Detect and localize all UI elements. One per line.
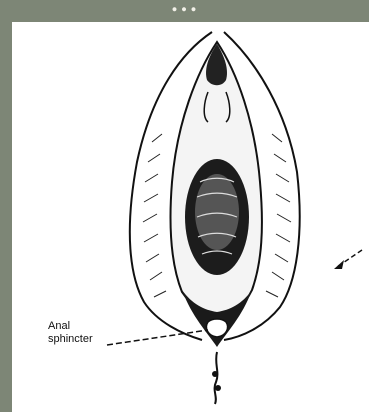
- slide-title: ...: [0, 0, 369, 16]
- anatomical-illustration: Anal sphincter: [12, 22, 369, 412]
- tail-dot-1: [212, 371, 218, 377]
- tail-below: [215, 352, 218, 404]
- illustration-drawing: [12, 22, 369, 412]
- hatch-right: [266, 134, 291, 297]
- hatch-left: [143, 134, 166, 297]
- pointer-arrow-head: [334, 260, 344, 269]
- tail-dot-2: [215, 385, 221, 391]
- anal-sphincter-label: Anal sphincter: [48, 320, 93, 346]
- clitoral-hood: [206, 44, 227, 85]
- anal-sphincter-shape: [206, 319, 227, 337]
- vaginal-inner: [195, 174, 239, 250]
